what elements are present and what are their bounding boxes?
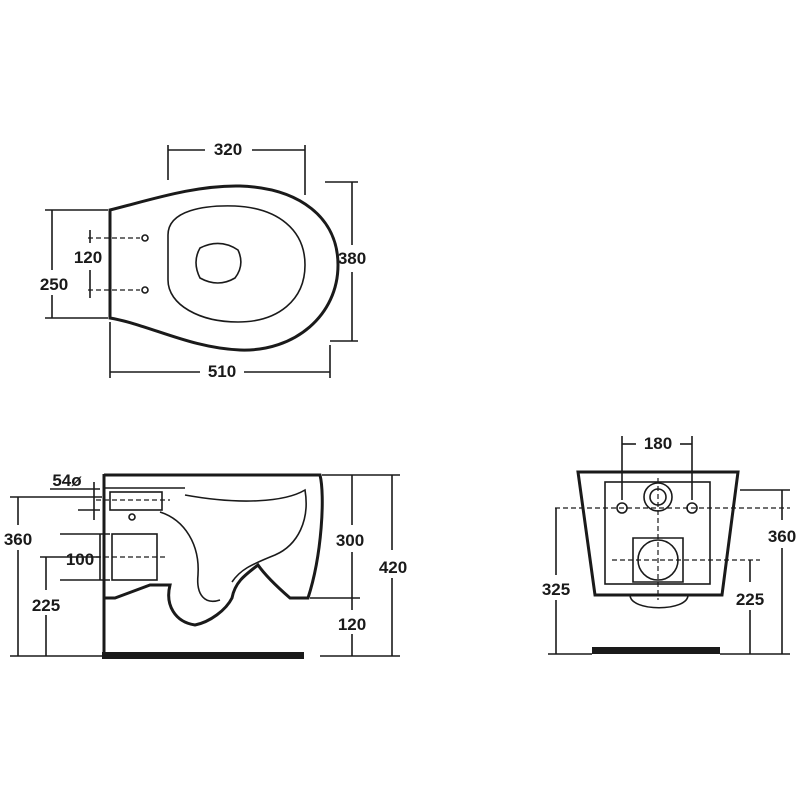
side-view-dim-outlet-height-text: 225: [32, 596, 60, 615]
top-view-seat-outline: [167, 205, 306, 323]
side-view-floor: [102, 652, 304, 659]
side-view-dim-total-height: 360: [4, 496, 102, 657]
side-view-dim-pipe-diameter: 54ø: [50, 471, 100, 520]
rear-view-floor: [592, 647, 720, 654]
rear-view-dim-outlet-height-text: 225: [736, 590, 764, 609]
top-view-dim-width: 320: [167, 140, 306, 195]
rear-view-dim-fixing-spacing: 180: [621, 434, 693, 500]
side-view-dim-outlet-text: 100: [66, 550, 94, 569]
top-view-dim-fixing-outer: 250: [40, 209, 108, 319]
top-view-dim-depth: 380: [325, 181, 366, 342]
side-view-outlet-pipe: [111, 533, 158, 581]
side-view-dim-rim-height: 420: [320, 474, 407, 657]
top-view-dim-depth-text: 380: [338, 249, 366, 268]
side-view: 54ø 360 100 225: [4, 471, 407, 659]
top-view: 320 380 120 250: [40, 140, 366, 381]
top-view-fixing-hole-upper: [141, 234, 149, 242]
rear-view-outlet-opening: [632, 537, 684, 583]
side-view-dim-bowl-height: 300: [310, 474, 364, 599]
top-view-dim-fixing-inner: 120: [74, 230, 102, 298]
top-view-dim-fixing-inner-text: 120: [74, 248, 102, 267]
rear-view-dim-height-left-text: 325: [542, 580, 570, 599]
rear-view-base-curve: [629, 594, 689, 609]
rear-view-dim-outlet-height: 225: [736, 560, 764, 654]
side-view-bowl-outline: [104, 473, 324, 627]
side-view-dim-total-height-text: 360: [4, 530, 32, 549]
top-view-drain-outline: [195, 242, 242, 284]
rear-view: 180 325 360 225: [542, 434, 796, 655]
top-view-fixing-hole-lower: [141, 286, 149, 294]
top-view-dim-width-text: 320: [214, 140, 242, 159]
rear-view-dim-height-left: 325: [542, 508, 592, 655]
side-view-trapway: [159, 511, 221, 602]
side-view-fixing-screw: [128, 513, 136, 521]
side-view-dim-bowl-height-text: 300: [336, 531, 364, 550]
top-view-dim-length: 510: [109, 322, 331, 381]
side-view-dim-clearance-text: 120: [338, 615, 366, 634]
side-view-dim-outlet-height: 225: [32, 556, 100, 656]
top-view-outline: [108, 184, 340, 352]
rear-view-dim-height-right: 360: [720, 489, 796, 655]
side-view-inner-bowl: [184, 488, 307, 583]
side-view-inlet-pipe: [109, 491, 163, 511]
rear-view-outline: [576, 470, 740, 597]
rear-view-dim-fixing-spacing-text: 180: [644, 434, 672, 453]
top-view-dim-length-text: 510: [208, 362, 236, 381]
rear-view-dim-height-right-text: 360: [768, 527, 796, 546]
side-view-dim-pipe-diameter-text: 54ø: [52, 471, 82, 490]
top-view-dim-fixing-outer-text: 250: [40, 275, 68, 294]
side-view-dim-clearance: 120: [338, 598, 366, 656]
side-view-dim-rim-height-text: 420: [379, 558, 407, 577]
